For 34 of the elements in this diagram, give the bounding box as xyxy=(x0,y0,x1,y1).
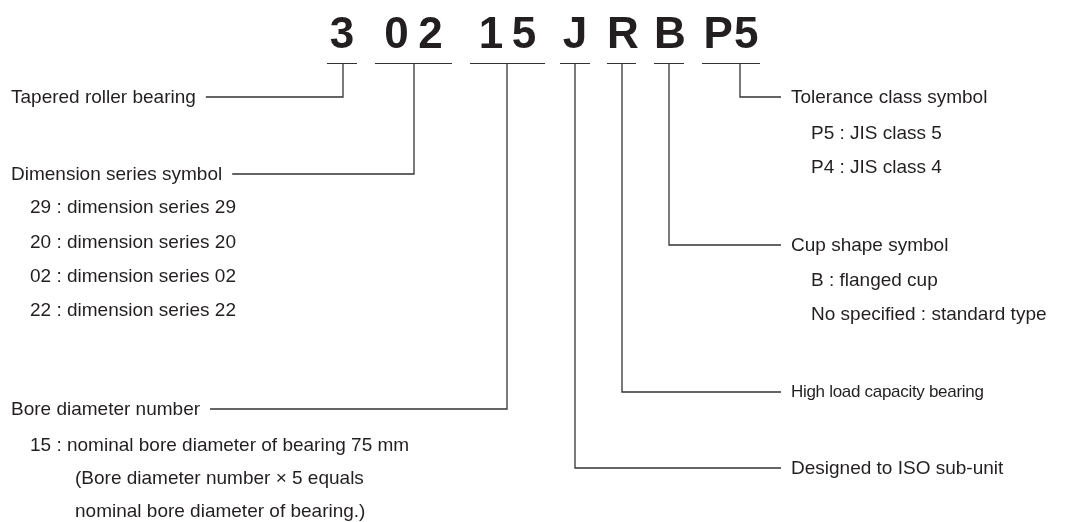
callout-label: Cup shape symbol xyxy=(781,233,949,257)
description-text: 29 : dimension series 29 xyxy=(30,194,236,219)
callout-label: Tolerance class symbol xyxy=(781,85,988,109)
callout-label: Designed to ISO sub-unit xyxy=(781,456,1004,480)
callout-label: Dimension series symbol xyxy=(11,162,233,186)
leader-line xyxy=(205,63,344,98)
description-text: 02 : dimension series 02 xyxy=(30,263,236,288)
callout-label: Tapered roller bearing xyxy=(11,85,206,109)
leader-line xyxy=(621,63,782,393)
description-text: B : flanged cup xyxy=(811,267,938,292)
description-text: 15 : nominal bore diameter of bearing 75 mm xyxy=(30,432,411,457)
description-text: No specified : standard type xyxy=(811,301,1047,326)
leader-line xyxy=(574,63,782,469)
code-character: 2 xyxy=(418,8,443,58)
code-character: B xyxy=(654,8,686,58)
code-character: 5 xyxy=(734,8,759,58)
code-character: 3 xyxy=(329,8,355,58)
description-text: P4 : JIS class 4 xyxy=(811,154,942,179)
leader-line xyxy=(668,63,782,246)
description-text: 22 : dimension series 22 xyxy=(30,297,236,322)
code-character: 0 xyxy=(384,8,409,58)
leader-line xyxy=(209,63,508,410)
leader-line xyxy=(739,63,782,98)
description-text: 20 : dimension series 20 xyxy=(30,229,236,254)
code-character: 1 xyxy=(478,8,504,58)
code-character: P xyxy=(703,8,733,58)
code-character: R xyxy=(607,8,639,58)
callout-label: High load capacity bearing xyxy=(781,380,984,404)
code-character: 5 xyxy=(511,8,537,58)
description-text: P5 : JIS class 5 xyxy=(811,120,942,145)
callout-label: Bore diameter number xyxy=(11,397,211,421)
code-character: J xyxy=(562,8,588,58)
leader-line xyxy=(231,63,415,175)
description-text: (Bore diameter number × 5 equals nominal bore diameter of bearing.) xyxy=(75,465,367,522)
